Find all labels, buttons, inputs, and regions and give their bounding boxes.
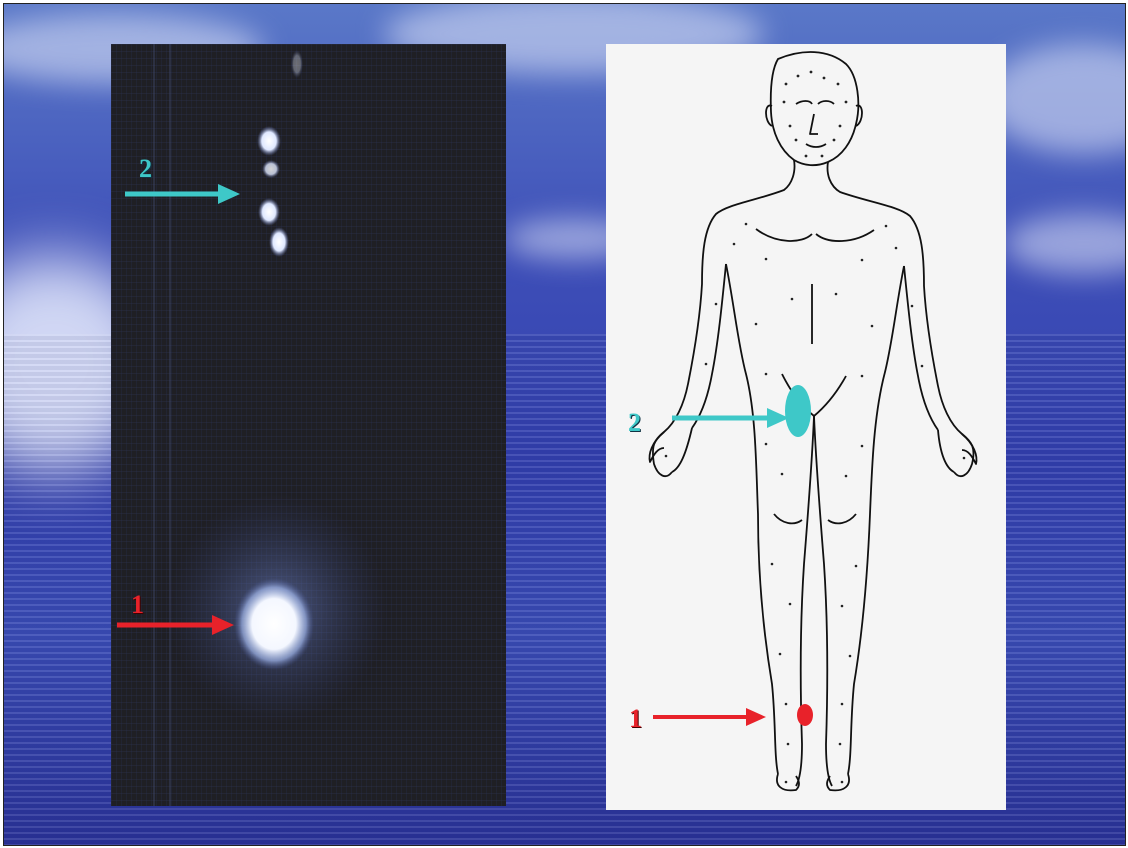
diagram-marker-label-1: 1 — [629, 704, 642, 734]
diagram-marker-label-2: 2 — [628, 408, 641, 438]
diagram-arrows — [4, 4, 1125, 845]
slide: 2 1 — [3, 3, 1126, 846]
arrow-right-icon — [672, 408, 789, 428]
arrow-right-icon — [653, 708, 766, 726]
